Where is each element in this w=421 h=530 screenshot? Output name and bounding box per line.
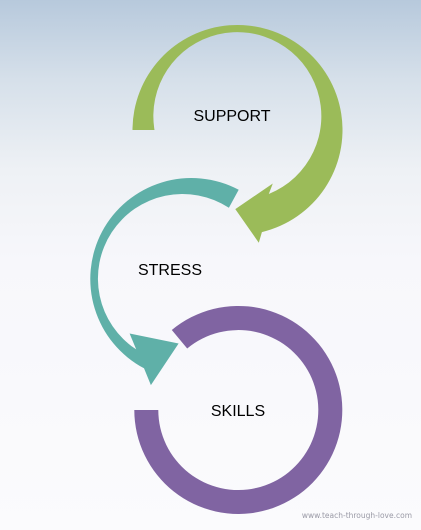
support-label: SUPPORT bbox=[193, 108, 270, 125]
watermark-text: www.teach-through-love.com bbox=[302, 511, 412, 520]
skills-label: SKILLS bbox=[211, 403, 265, 420]
stress-arrow bbox=[90, 178, 239, 386]
stress-label: STRESS bbox=[138, 262, 202, 279]
support-arrow bbox=[132, 24, 343, 243]
